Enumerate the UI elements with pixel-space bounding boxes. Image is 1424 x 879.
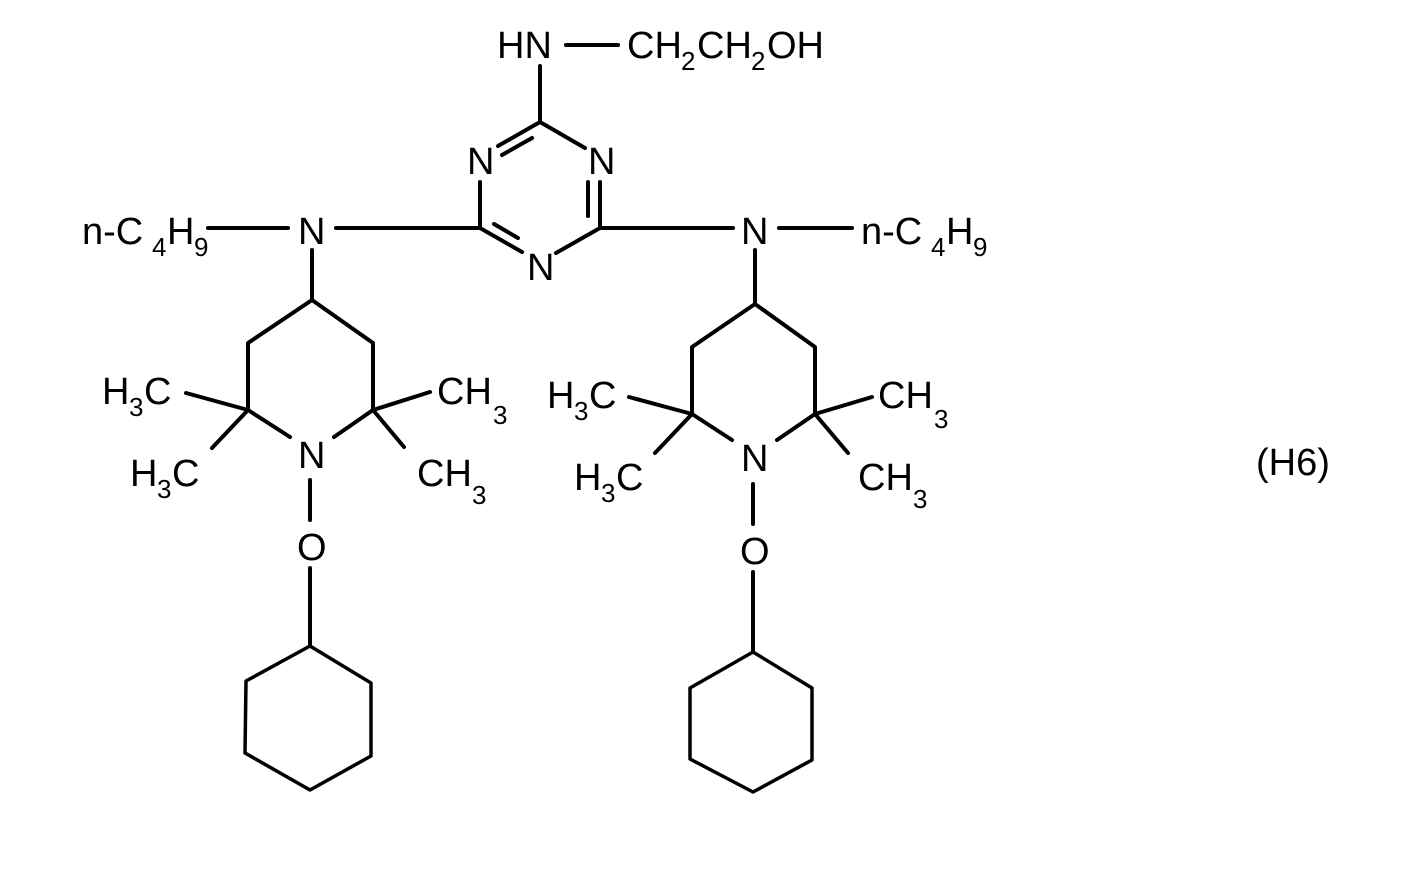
left-bond-methyl-br	[371, 408, 406, 449]
left-arm: n-C 4 H 9 N N H 3 C H 3 C CH 3 CH 3 O	[82, 211, 507, 792]
right-butyl-prefix: n-C	[861, 211, 922, 253]
right-methyl-bl-c: C	[616, 457, 643, 499]
left-bond-c6-n	[332, 408, 375, 439]
left-piperidine-backbone	[246, 298, 375, 412]
ch2-subscript-2: 2	[751, 46, 765, 76]
left-butyl-sub-9: 9	[194, 232, 208, 262]
triazine-n5-label: N	[527, 247, 554, 289]
left-bond-methyl-bl	[210, 408, 250, 450]
right-bond-c6-n	[775, 412, 817, 442]
right-bond-c2-n	[690, 412, 734, 442]
left-bond-methyl-tr	[371, 390, 432, 412]
left-butyl-h: H	[167, 211, 194, 253]
hydroxyl-label: OH	[767, 25, 824, 67]
right-methyl-tl-c: C	[589, 375, 616, 417]
left-amine-n-label: N	[298, 211, 325, 253]
right-piperidine-backbone	[690, 302, 817, 416]
left-methyl-br-c: CH	[417, 453, 472, 495]
top-amine-label: HN	[497, 25, 552, 67]
bond-n5-c6-double	[492, 222, 520, 240]
left-piperidine-n-label: N	[298, 435, 325, 477]
left-methyl-bl-sub: 3	[157, 474, 171, 504]
ch2-label-2: CH	[697, 25, 752, 67]
right-bond-methyl-tr	[813, 395, 874, 416]
triazine-n1-label: N	[467, 141, 494, 183]
triazine-ring: N N N	[467, 120, 615, 289]
right-methyl-tr-c: CH	[878, 375, 933, 417]
right-bond-methyl-br	[813, 412, 850, 455]
right-methyl-bl-h: H	[574, 457, 601, 499]
right-butyl-sub-9: 9	[973, 232, 987, 262]
bond-c2-n3	[538, 120, 587, 150]
right-methyl-bl-sub: 3	[601, 478, 615, 508]
right-butyl-h: H	[946, 211, 973, 253]
right-bond-methyl-tl	[627, 395, 694, 416]
left-butyl-sub-4: 4	[152, 232, 166, 262]
right-methyl-br-c: CH	[858, 457, 913, 499]
right-butyl-sub-4: 4	[931, 232, 945, 262]
bond-c2-n1-double	[500, 136, 534, 157]
right-methyl-tl-sub: 3	[574, 396, 588, 426]
right-oxygen-label: O	[740, 531, 770, 573]
left-methyl-br-sub: 3	[472, 480, 486, 510]
left-cyclohexane-ring	[243, 644, 373, 792]
right-methyl-br-sub: 3	[913, 484, 927, 514]
left-bond-c2-n	[246, 408, 292, 439]
left-methyl-tr-c: CH	[437, 371, 492, 413]
right-bond-methyl-bl	[653, 412, 694, 455]
left-methyl-tl-c: C	[144, 371, 171, 413]
left-butyl-prefix: n-C	[82, 211, 143, 253]
bond-n5-c6	[478, 226, 524, 254]
left-methyl-bl-h: H	[130, 453, 157, 495]
left-methyl-tl-sub: 3	[129, 392, 143, 422]
compound-label: (H6)	[1256, 442, 1330, 484]
right-amine-n-label: N	[741, 211, 768, 253]
bond-c4-n5	[554, 226, 602, 255]
bond-c2-n1	[496, 120, 542, 148]
right-arm: N n-C 4 H 9 N H 3 C H 3 C CH 3 CH 3 O	[547, 211, 987, 794]
left-methyl-tl-h: H	[102, 371, 129, 413]
right-piperidine-n-label: N	[741, 438, 768, 480]
left-methyl-bl-c: C	[172, 453, 199, 495]
right-cyclohexane-ring	[688, 650, 814, 794]
hydroxyethylamino-group: HN CH 2 CH 2 OH	[497, 25, 824, 124]
triazine-n3-label: N	[588, 141, 615, 183]
ch2-subscript-1: 2	[681, 46, 695, 76]
right-methyl-tr-sub: 3	[934, 404, 948, 434]
ch2-label-1: CH	[627, 25, 682, 67]
left-oxygen-label: O	[297, 527, 327, 569]
right-methyl-tl-h: H	[547, 375, 574, 417]
left-bond-methyl-tl	[184, 391, 250, 412]
left-methyl-tr-sub: 3	[493, 400, 507, 430]
